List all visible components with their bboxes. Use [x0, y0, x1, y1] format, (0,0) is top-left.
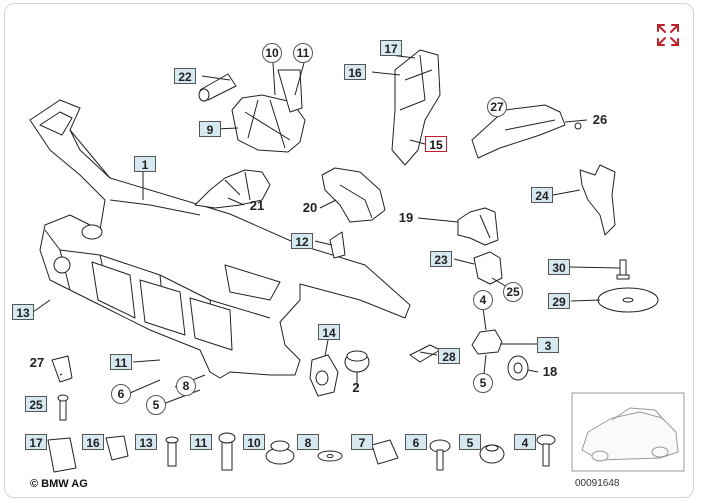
label-28[interactable]: 28	[438, 348, 460, 364]
brand-copyright: © BMW AG	[30, 478, 88, 490]
label-4[interactable]: 4	[473, 290, 493, 310]
label-23[interactable]: 23	[430, 251, 452, 267]
front-carrier-part	[29, 99, 411, 379]
label-25b[interactable]: 25	[25, 396, 47, 412]
label-11[interactable]: 11	[293, 43, 313, 63]
label-21[interactable]: 21	[249, 198, 265, 213]
label-9[interactable]: 9	[199, 121, 221, 137]
label-16[interactable]: 16	[344, 64, 366, 80]
label-27[interactable]: 27	[487, 97, 507, 117]
label-13b[interactable]: 13	[135, 434, 157, 450]
label-3[interactable]: 3	[537, 337, 559, 353]
part-21-shape	[194, 169, 271, 209]
label-10[interactable]: 10	[262, 43, 282, 63]
label-17b[interactable]: 17	[25, 434, 47, 450]
label-18[interactable]: 18	[542, 364, 558, 379]
part-23-shape	[473, 251, 503, 285]
label-6b[interactable]: 6	[405, 434, 427, 450]
label-16b[interactable]: 16	[82, 434, 104, 450]
label-10b[interactable]: 10	[243, 434, 265, 450]
label-1[interactable]: 1	[134, 156, 156, 172]
label-22[interactable]: 22	[174, 68, 196, 84]
label-14[interactable]: 14	[318, 324, 340, 340]
diagram-code: 00091648	[575, 478, 620, 489]
part-19-shape	[457, 207, 499, 246]
label-8b[interactable]: 8	[297, 434, 319, 450]
label-29[interactable]: 29	[548, 293, 570, 309]
label-24[interactable]: 24	[531, 187, 553, 203]
vehicle-thumbnail	[571, 392, 685, 472]
label-5b[interactable]: 5	[146, 395, 166, 415]
expand-arrows-icon[interactable]	[655, 22, 681, 48]
label-6[interactable]: 6	[111, 384, 131, 404]
label-17[interactable]: 17	[380, 40, 402, 56]
label-13[interactable]: 13	[12, 304, 34, 320]
label-12[interactable]: 12	[291, 233, 313, 249]
label-5[interactable]: 5	[473, 373, 493, 393]
diagram-frame	[4, 3, 694, 498]
label-4b[interactable]: 4	[514, 434, 536, 450]
label-11c[interactable]: 11	[190, 434, 212, 450]
part-15-shape	[391, 49, 441, 166]
label-11b[interactable]: 11	[110, 354, 132, 370]
label-20[interactable]: 20	[302, 200, 318, 215]
part-20-shape	[321, 167, 386, 223]
fasteners-row	[47, 355, 556, 473]
part-30-shape	[619, 259, 627, 277]
label-5c[interactable]: 5	[459, 434, 481, 450]
part-12-shape	[329, 231, 346, 259]
label-8[interactable]: 8	[176, 376, 196, 396]
label-30[interactable]: 30	[548, 259, 570, 275]
label-19[interactable]: 19	[398, 210, 414, 225]
label-27b[interactable]: 27	[29, 355, 45, 370]
part-28-shape	[409, 344, 441, 363]
label-26[interactable]: 26	[592, 112, 608, 127]
brand-text: BMW AG	[41, 478, 88, 490]
label-7[interactable]: 7	[351, 434, 373, 450]
label-2[interactable]: 2	[352, 380, 360, 395]
label-15[interactable]: 15	[425, 136, 447, 152]
part-26-shape	[471, 104, 566, 159]
part-24-shape	[579, 164, 616, 236]
part-3-shape	[471, 329, 503, 355]
label-25[interactable]: 25	[503, 282, 523, 302]
